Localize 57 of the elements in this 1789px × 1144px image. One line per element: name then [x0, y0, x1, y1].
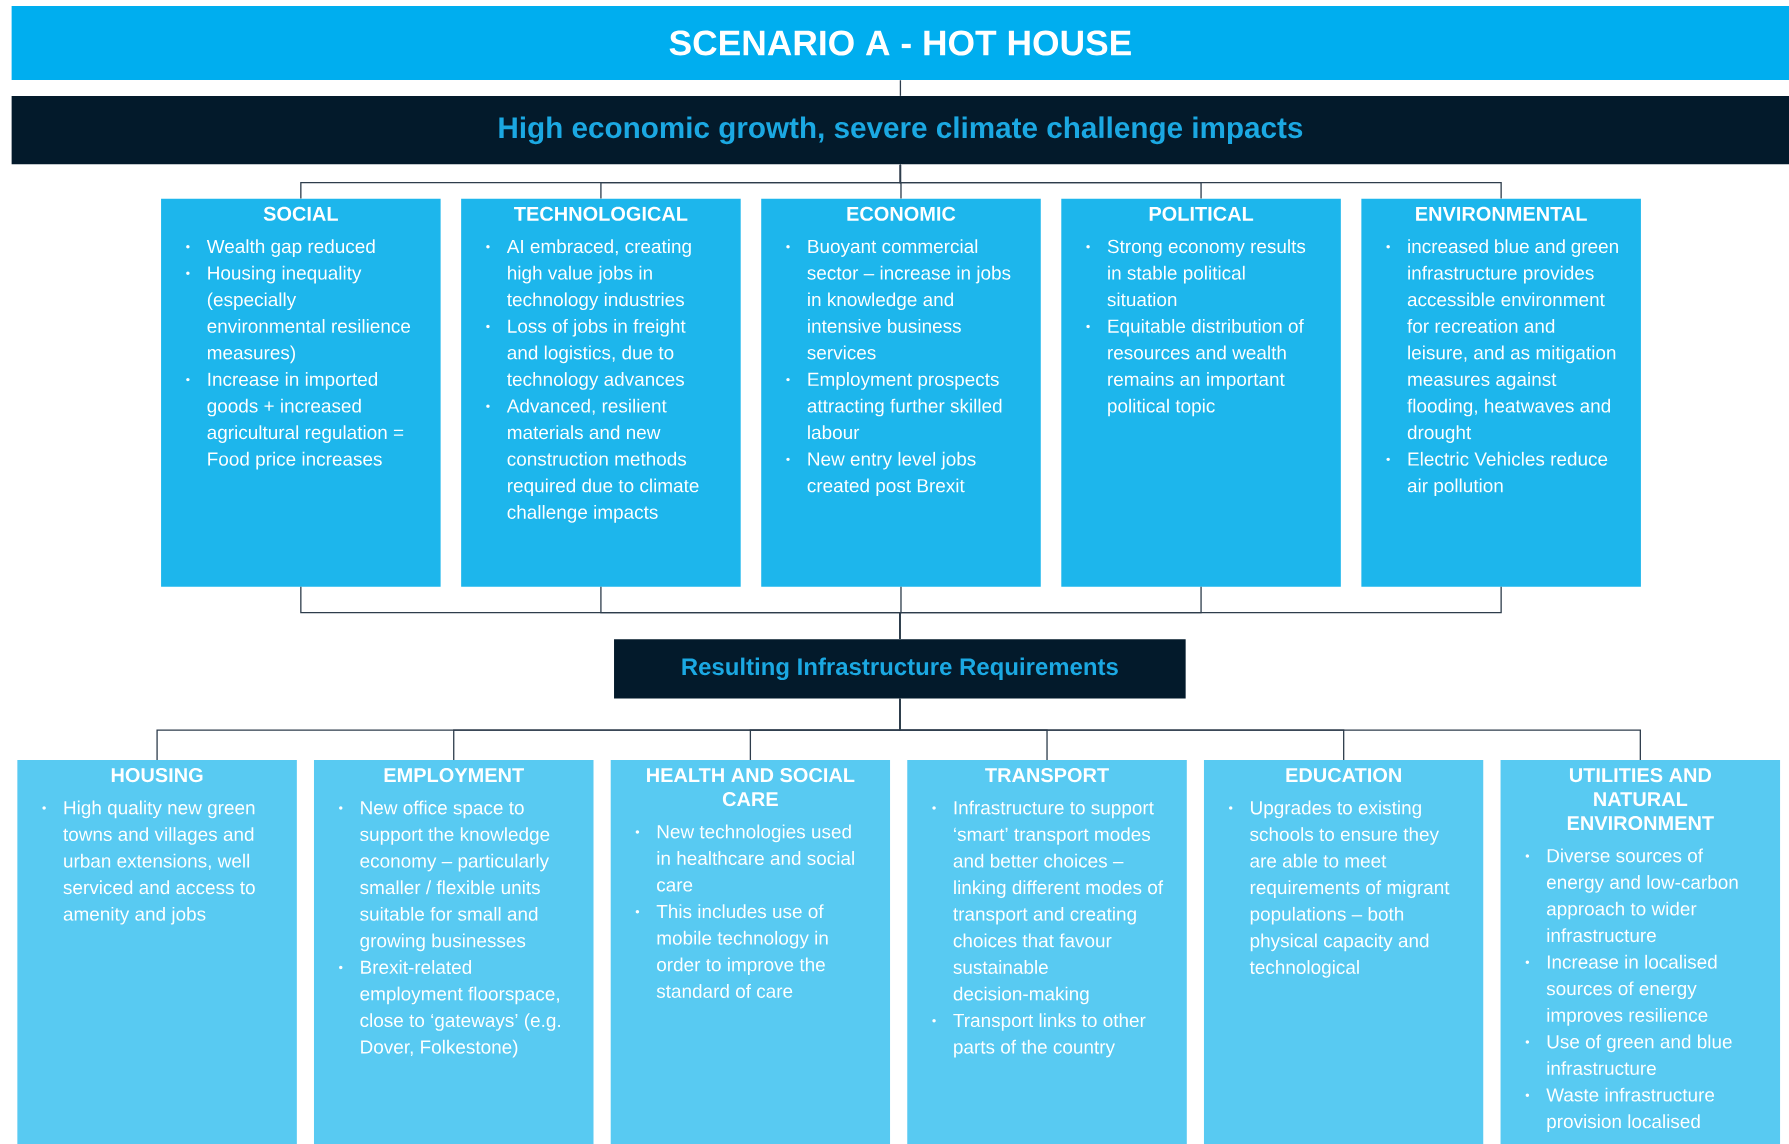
bullet-item: This includes use of mobile technology in order to improve the standard of care: [635, 904, 828, 998]
category-box: [761, 198, 1041, 587]
box-heading: SOCIAL: [263, 206, 338, 221]
connector-line: [899, 79, 902, 97]
bullet-item: Infrastructure to support ‘smart’ transport modes and better choices – linking different modes of transport and creating choices that favour sustainable decision-making: [932, 800, 1164, 1005]
title-banner: [11, 5, 1789, 81]
box-heading: HEALTH AND SOCIAL CARE: [647, 768, 855, 807]
bullet-item: AI embraced, creating high value jobs in technology industries: [486, 239, 691, 311]
connector-line: [899, 164, 1502, 200]
category-box: [1203, 760, 1484, 1144]
category-box: [1061, 198, 1341, 587]
connector-line: [899, 586, 1502, 640]
category-box: [461, 198, 741, 587]
bullet-item: Strong economy results in stable political situation: [1086, 239, 1306, 307]
category-box: [161, 198, 441, 587]
bullet-item: Equitable distribution of resources and wealth remains an important political topic: [1086, 318, 1304, 417]
bullet-item: New office space to support the knowledge economy – particularly smaller / flexible units suitable for small and growing businesses: [339, 800, 550, 952]
bullet-item: Increase in imported goods + increased agricultural regulation = Food price increases: [186, 372, 404, 470]
bullet-item: Brexit-related employment floorspace, close to ‘gateways’ (e.g. Dover, Folkestone): [339, 960, 560, 1058]
band-title: SCENARIO A - HOT HOUSE: [669, 30, 1131, 56]
box-heading: ENVIRONMENTAL: [1416, 206, 1587, 221]
box-heading: TECHNOLOGICAL: [514, 206, 688, 221]
box-heading: EMPLOYMENT: [384, 768, 524, 783]
bullet-item: Upgrades to existing schools to ensure they are able to meet requirements of migrant populations – both physical capacity and technological: [1229, 800, 1450, 978]
bullet-item: Transport links to other parts of the country: [932, 1013, 1146, 1058]
bullet-item: Waste infrastructure provision localised: [1525, 1087, 1715, 1132]
bullet-item: Loss of jobs in freight and logistics, due to technology advances: [486, 318, 686, 390]
section-banner: [614, 639, 1186, 699]
box-heading: HOUSING: [111, 768, 203, 783]
bullet-item: New entry level jobs created post Brexit: [786, 451, 976, 497]
category-box: [1500, 760, 1781, 1144]
bullet-item: Employment prospects attracting further skilled labour: [786, 372, 1002, 440]
bullet-item: Housing inequality (especially environmental resilience measures): [186, 265, 411, 364]
bullet-item: Wealth gap reduced: [186, 239, 375, 257]
bullet-item: New technologies used in healthcare and social care: [635, 824, 854, 892]
category-box: [17, 760, 297, 1144]
bullet-item: Increase in localised sources of energy improves resilience: [1525, 954, 1717, 1026]
band-title: Resulting Infrastructure Requirements: [682, 657, 1118, 681]
box-heading: UTILITIES AND NATURAL ENVIRONMENT: [1567, 768, 1714, 831]
category-box: [313, 760, 594, 1144]
box-heading: ECONOMIC: [847, 206, 956, 221]
bullet-item: Diverse sources of energy and low-carbon approach to wider infrastructure: [1525, 848, 1738, 943]
category-box: [907, 760, 1187, 1144]
bullet-item: Buoyant commercial sector – increase in jobs in knowledge and intensive business services: [786, 239, 1011, 360]
box-heading: EDUCATION: [1286, 768, 1401, 783]
box-heading: POLITICAL: [1149, 206, 1254, 221]
bullet-item: Advanced, resilient materials and new construction methods required due to climate challenge impacts: [486, 398, 699, 523]
bullet-item: increased blue and green infrastructure provides accessible environment for recreation and leisure, and as mitigation measures against flooding, heatwaves and drought: [1386, 239, 1618, 443]
bullet-item: Use of green and blue infrastructure: [1525, 1034, 1732, 1076]
subtitle-banner: [11, 96, 1789, 165]
bullet-item: Electric Vehicles reduce air pollution: [1386, 451, 1608, 497]
category-box: [610, 760, 891, 1144]
band-title: High economic growth, severe climate challenge impacts: [499, 116, 1303, 145]
bullet-item: High quality new green towns and villages and urban extensions, well serviced and access to amenity and jobs: [42, 800, 255, 925]
category-box: [1361, 198, 1641, 587]
connector-line: [899, 698, 1641, 761]
box-heading: TRANSPORT: [985, 768, 1109, 783]
